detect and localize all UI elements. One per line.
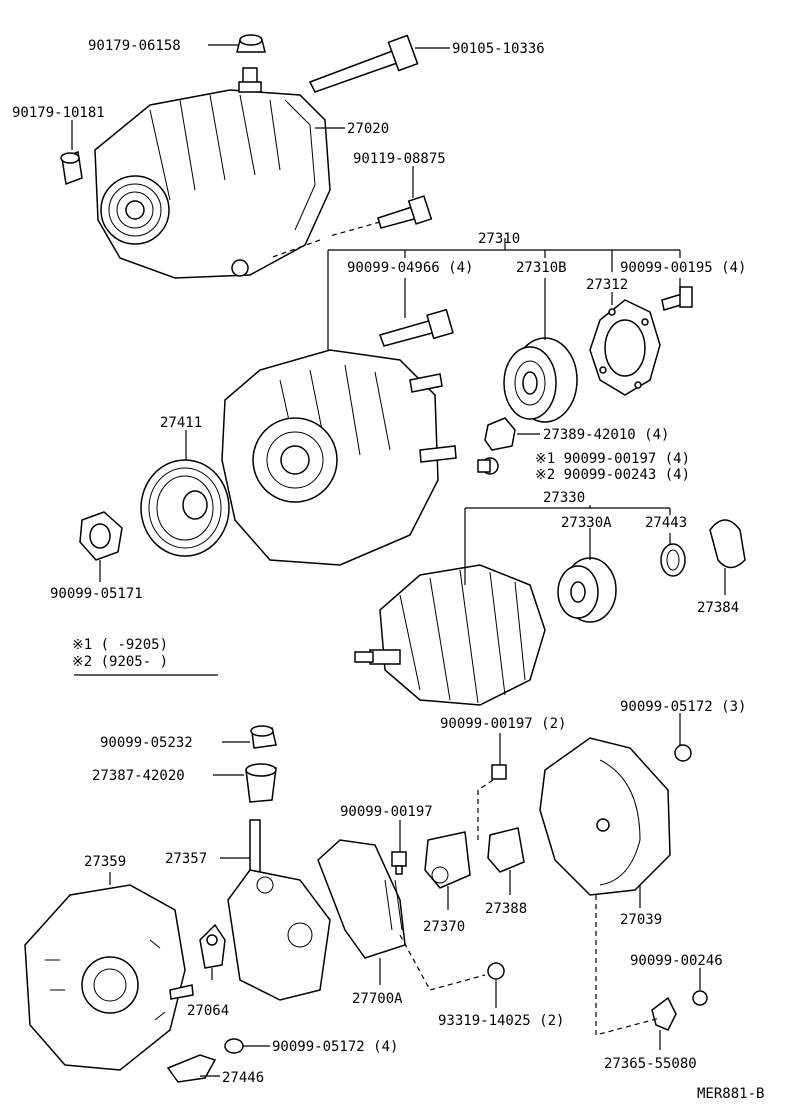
label-90099-00197-2: 90099-00197 (2) bbox=[440, 716, 566, 732]
label-27020: 27020 bbox=[347, 121, 389, 137]
label-27411: 27411 bbox=[160, 415, 202, 431]
nut-90099-05172-3 bbox=[674, 744, 692, 762]
rear-cover-27039 bbox=[539, 737, 671, 896]
note-star2: ※2 (9205- ) bbox=[72, 654, 168, 670]
label-27388: 27388 bbox=[485, 901, 527, 917]
label-90099-00243-star2: ※2 90099-00243 (4) bbox=[535, 467, 690, 483]
alternator-assembly-27020 bbox=[94, 67, 331, 279]
nut-90099-05232 bbox=[250, 725, 277, 749]
drive-end-frame-27310 bbox=[221, 349, 457, 566]
screw-90099-00197-2 bbox=[491, 764, 507, 780]
label-90099-00197: 90099-00197 bbox=[340, 804, 433, 820]
screw-90099-00195 bbox=[661, 286, 693, 311]
nut-90099-05172-4 bbox=[224, 1038, 244, 1054]
label-90099-05232: 90099-05232 bbox=[100, 735, 193, 751]
rear-end-frame-27359 bbox=[24, 884, 194, 1071]
note-star1: ※1 ( -9205) bbox=[72, 637, 168, 653]
holder-27388 bbox=[487, 827, 525, 873]
bracket-27446 bbox=[166, 1054, 217, 1083]
terminal-insulator-27387-42020 bbox=[245, 763, 277, 803]
label-27310: 27310 bbox=[478, 231, 520, 247]
label-90105-10336: 90105-10336 bbox=[452, 41, 545, 57]
rotor-27330 bbox=[354, 564, 546, 706]
bolt-90119-08875 bbox=[377, 195, 433, 229]
terminal-27365-55080 bbox=[651, 996, 677, 1031]
label-27039: 27039 bbox=[620, 912, 662, 928]
leader-lines bbox=[71, 44, 726, 1077]
screw-93319-14025 bbox=[487, 962, 505, 980]
bearing-27310B bbox=[503, 337, 578, 423]
label-27389-42010: 27389-42010 (4) bbox=[543, 427, 669, 443]
label-90099-05172-3: 90099-05172 (3) bbox=[620, 699, 746, 715]
label-27370: 27370 bbox=[423, 919, 465, 935]
bolt-90099-04966 bbox=[379, 308, 454, 347]
label-27443: 27443 bbox=[645, 515, 687, 531]
label-90099-05172-4: 90099-05172 (4) bbox=[272, 1039, 398, 1055]
nut-90099-05171 bbox=[79, 511, 123, 561]
label-27365-55080: 27365-55080 bbox=[604, 1056, 697, 1072]
label-90099-05171: 90099-05171 bbox=[50, 586, 143, 602]
label-90119-08875: 90119-08875 bbox=[353, 151, 446, 167]
label-90099-00197-star1: ※1 90099-00197 (4) bbox=[535, 451, 690, 467]
rectifier-27357 bbox=[227, 819, 331, 1001]
label-90099-00246: 90099-00246 bbox=[630, 953, 723, 969]
label-90179-10181: 90179-10181 bbox=[12, 105, 105, 121]
insulator-27064 bbox=[199, 923, 226, 969]
bearing-27330A bbox=[557, 557, 617, 623]
part-labels: 90179-06158 90105-10336 90179-10181 2702… bbox=[12, 38, 764, 1102]
regulator-27700A bbox=[317, 839, 406, 959]
clip-27389-42010 bbox=[484, 417, 516, 451]
retainer-plate-27312 bbox=[589, 299, 661, 396]
cover-27384 bbox=[709, 519, 746, 569]
figure-code: MER881-B bbox=[697, 1086, 764, 1102]
label-27700a: 27700A bbox=[352, 991, 403, 1007]
label-27064: 27064 bbox=[187, 1003, 229, 1019]
label-90099-04966: 90099-04966 (4) bbox=[347, 260, 473, 276]
label-90099-00195: 90099-00195 (4) bbox=[620, 260, 746, 276]
label-93319-14025: 93319-14025 (2) bbox=[438, 1013, 564, 1029]
label-27384: 27384 bbox=[697, 600, 739, 616]
label-27446: 27446 bbox=[222, 1070, 264, 1086]
ring-27443 bbox=[660, 543, 686, 577]
nut-90179-10181 bbox=[60, 150, 83, 186]
pulley-27411 bbox=[140, 459, 230, 557]
screw-90099-00197 bbox=[391, 851, 407, 875]
holder-27370 bbox=[424, 831, 471, 889]
label-27357: 27357 bbox=[165, 851, 207, 867]
label-27330a: 27330A bbox=[561, 515, 612, 531]
nut-90099-00246 bbox=[692, 990, 708, 1006]
nut-90179-06158 bbox=[236, 34, 266, 53]
label-27330: 27330 bbox=[543, 490, 585, 506]
label-27312: 27312 bbox=[586, 277, 628, 293]
label-27310b: 27310B bbox=[516, 260, 567, 276]
screw-90099-00197-00243 bbox=[477, 457, 499, 475]
label-27359: 27359 bbox=[84, 854, 126, 870]
bolt-90105-10336 bbox=[308, 34, 419, 93]
label-90179-06158: 90179-06158 bbox=[88, 38, 181, 54]
label-27387-42020: 27387-42020 bbox=[92, 768, 185, 784]
